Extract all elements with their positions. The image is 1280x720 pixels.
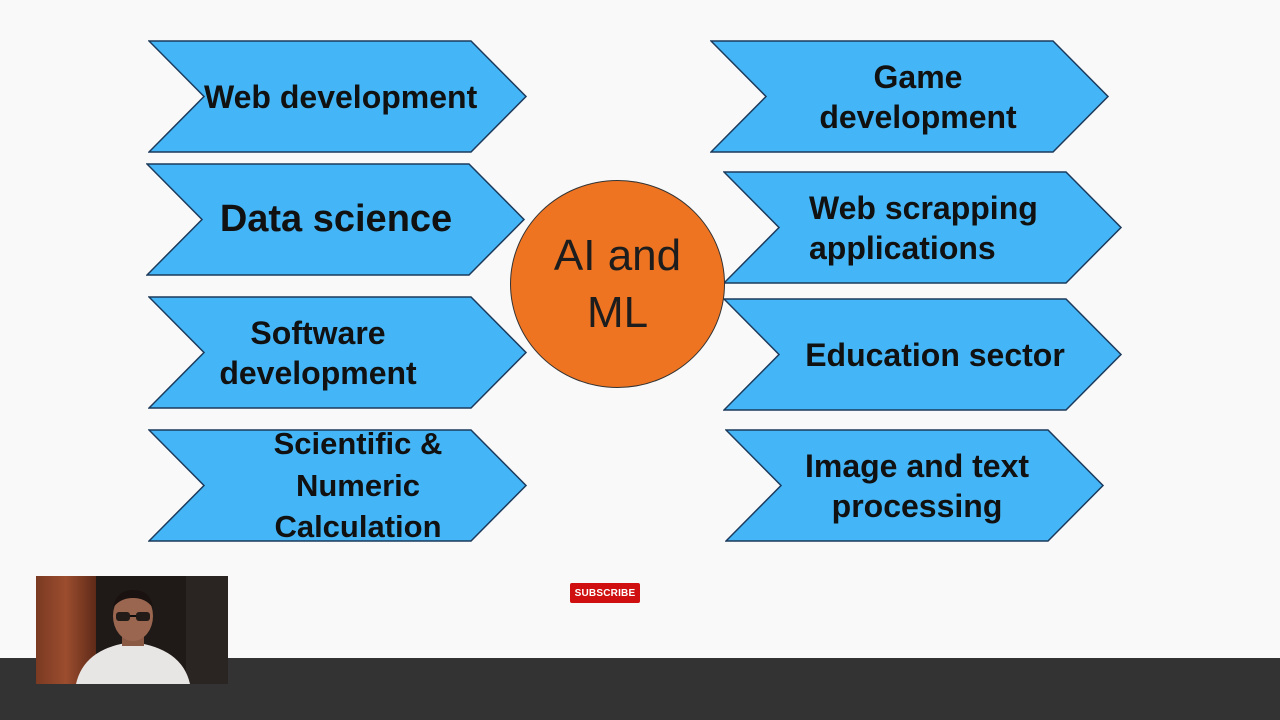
tile-label: Education sector bbox=[805, 336, 1065, 373]
chevron-shape bbox=[146, 163, 526, 276]
chevron-shape bbox=[148, 429, 528, 542]
tile-image-text-processing: Image and text processing bbox=[725, 429, 1105, 542]
subscribe-button[interactable]: SUBSCRIBE bbox=[570, 583, 640, 603]
tile-label: Web scrapping applications bbox=[809, 189, 1038, 266]
slide: Web development Data science Software de… bbox=[146, 40, 1123, 603]
tile-software-development: Software development bbox=[148, 296, 528, 409]
tile-web-development: Web development bbox=[148, 40, 528, 153]
chevron-shape bbox=[148, 40, 528, 153]
tile-data-science: Data science bbox=[146, 163, 526, 276]
chevron-shape bbox=[710, 40, 1110, 153]
tile-game-development: Game development bbox=[710, 40, 1110, 153]
presenter-image bbox=[36, 576, 228, 684]
tile-scientific-numeric: Scientific & Numeric Calculation bbox=[148, 425, 528, 545]
presenter-webcam bbox=[36, 576, 228, 684]
chevron-shape bbox=[723, 171, 1123, 284]
tile-label: Image and text processing bbox=[804, 447, 1030, 524]
tile-education-sector: Education sector bbox=[723, 298, 1123, 411]
hub-ai-ml: AI and ML bbox=[510, 180, 725, 388]
chevron-shape bbox=[725, 429, 1105, 542]
tile-label: Scientific & Numeric Calculation bbox=[273, 425, 443, 545]
tile-label: Web development bbox=[204, 78, 478, 115]
tile-label: Data science bbox=[219, 197, 453, 240]
tile-web-scrapping: Web scrapping applications bbox=[723, 171, 1123, 284]
chevron-shape bbox=[148, 296, 528, 409]
tile-label: Software development bbox=[219, 314, 417, 391]
chevron-shape bbox=[723, 298, 1123, 411]
tile-label: Game development bbox=[819, 58, 1017, 135]
